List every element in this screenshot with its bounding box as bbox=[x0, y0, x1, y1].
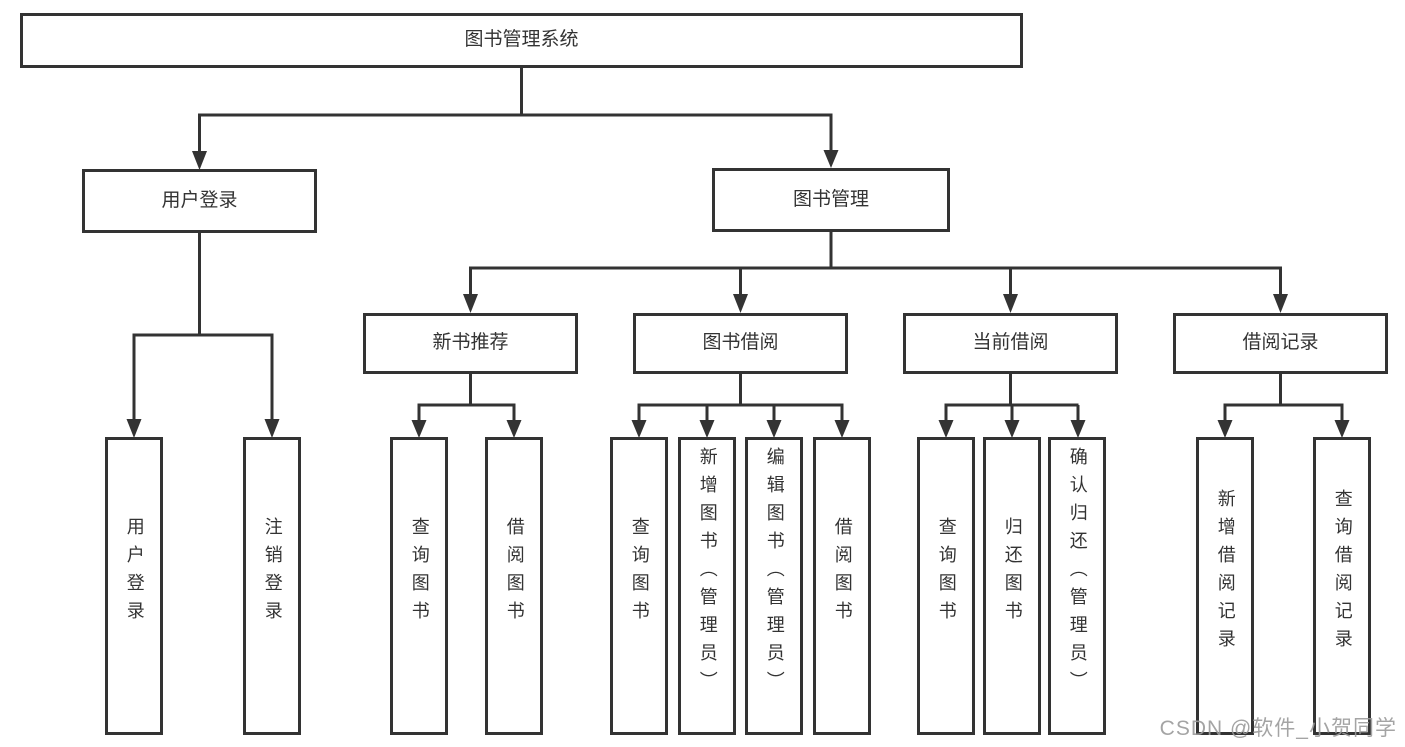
leaf-current-query: 查询图书 bbox=[917, 437, 975, 735]
leaf-user-login: 用户登录 bbox=[105, 437, 163, 735]
node-user-login: 用户登录 bbox=[82, 169, 317, 233]
node-root: 图书管理系统 bbox=[20, 13, 1023, 68]
node-book-borrow: 图书借阅 bbox=[633, 313, 848, 374]
leaf-record-add: 新增借阅记录 bbox=[1196, 437, 1254, 735]
node-book-mgmt: 图书管理 bbox=[712, 168, 950, 232]
arrowheads bbox=[126, 150, 1350, 438]
leaf-logout: 注销登录 bbox=[243, 437, 301, 735]
leaf-newbook-query: 查询图书 bbox=[390, 437, 448, 735]
node-borrow-record: 借阅记录 bbox=[1173, 313, 1388, 374]
leaf-borrow-query: 查询图书 bbox=[610, 437, 668, 735]
leaf-borrow-add: 新增图书（管理员） bbox=[678, 437, 736, 735]
leaf-record-query: 查询借阅记录 bbox=[1313, 437, 1371, 735]
leaf-borrow-borrow: 借阅图书 bbox=[813, 437, 871, 735]
leaf-current-return: 归还图书 bbox=[983, 437, 1041, 735]
leaf-borrow-edit: 编辑图书（管理员） bbox=[745, 437, 803, 735]
leaf-current-confirm: 确认归还（管理员） bbox=[1048, 437, 1106, 735]
leaf-newbook-borrow: 借阅图书 bbox=[485, 437, 543, 735]
node-new-book-rec: 新书推荐 bbox=[363, 313, 578, 374]
node-current-borrow: 当前借阅 bbox=[903, 313, 1118, 374]
watermark: CSDN @软件_小贺同学 bbox=[1159, 717, 1397, 740]
